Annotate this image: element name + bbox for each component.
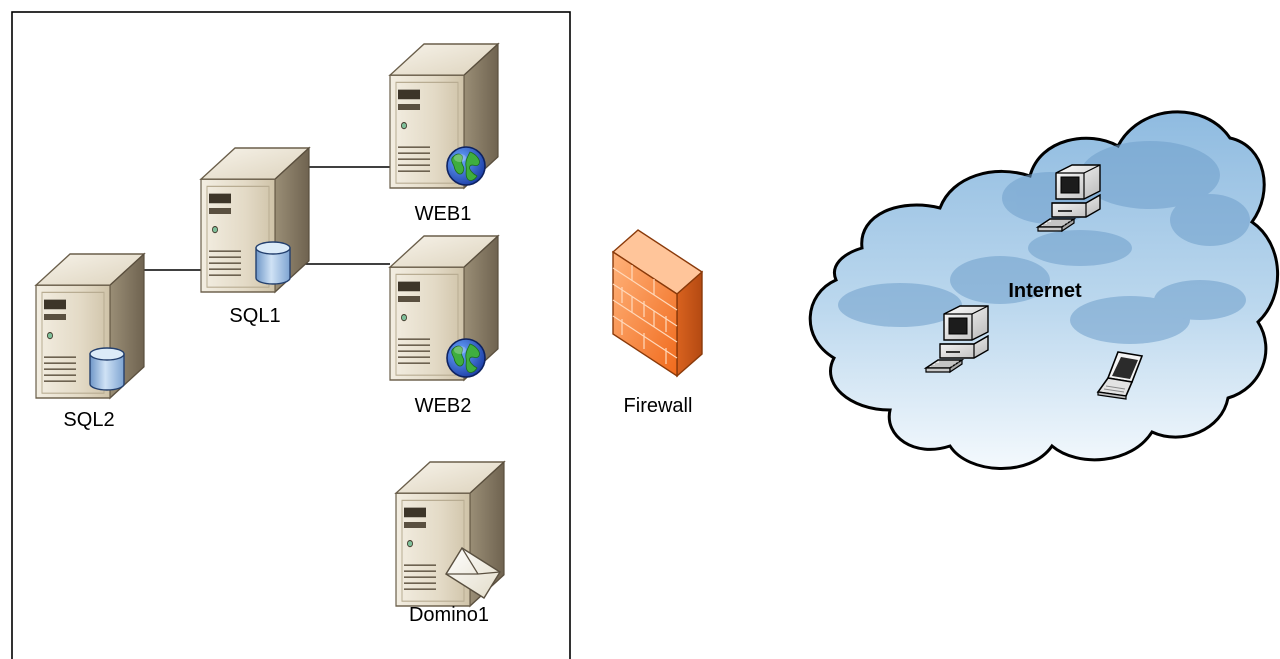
database-icon: [89, 347, 125, 391]
firewall-label: Firewall: [624, 395, 693, 417]
web2-node[interactable]: WEB2: [389, 235, 499, 417]
sql2-label: SQL2: [63, 409, 114, 431]
server-room-boundary: [11, 11, 571, 659]
internet-cloud[interactable]: Internet: [808, 110, 1279, 470]
globe-icon: [446, 338, 486, 378]
internet-label: Internet: [1008, 280, 1082, 302]
sql1-label: SQL1: [229, 305, 280, 327]
web1-label: WEB1: [415, 203, 472, 225]
sql1-node[interactable]: SQL1: [200, 147, 310, 327]
domino1-label: Domino1: [409, 604, 489, 626]
globe-icon: [446, 146, 486, 186]
envelope-icon: [445, 547, 501, 599]
firewall-icon: [611, 229, 704, 378]
database-icon: [255, 241, 291, 285]
web2-label: WEB2: [415, 395, 472, 417]
web1-node[interactable]: WEB1: [389, 43, 499, 225]
database-server-icon: [200, 147, 310, 293]
firewall-node[interactable]: Firewall: [611, 229, 704, 417]
sql2-node[interactable]: SQL2: [35, 253, 145, 431]
domino1-node[interactable]: Domino1: [395, 461, 505, 626]
connections: [144, 166, 390, 271]
